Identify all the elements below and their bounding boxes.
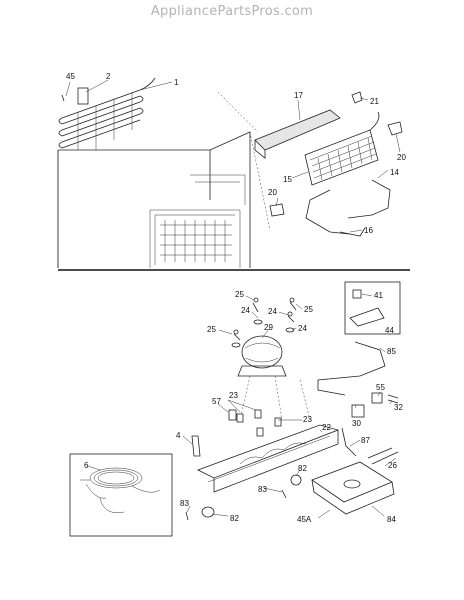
label-20-upper: 20 <box>397 153 406 162</box>
part-20-bracket-left <box>269 203 285 217</box>
label-15: 15 <box>283 175 292 184</box>
part-84-drain-pan <box>311 461 395 515</box>
label-82-right: 82 <box>298 464 307 473</box>
part-20-bracket-right <box>387 121 403 136</box>
part-15-evaporator <box>304 111 380 186</box>
part-85-tube <box>317 341 386 396</box>
label-25-top: 25 <box>235 290 244 299</box>
part-29-compressor <box>237 335 287 377</box>
label-17: 17 <box>294 91 303 100</box>
label-2: 2 <box>106 72 111 81</box>
part-2-bracket <box>77 87 89 105</box>
label-24-mid: 24 <box>268 307 277 316</box>
part-6-wiring-inset <box>69 453 173 537</box>
label-22: 22 <box>322 423 331 432</box>
part-22-compressor-base <box>196 424 340 493</box>
label-16: 16 <box>364 226 373 235</box>
label-87: 87 <box>361 436 370 445</box>
refrigerator-cabinet <box>57 131 251 268</box>
part-83-screw-left <box>185 511 189 521</box>
label-57: 57 <box>212 397 221 406</box>
part-83-screw-right <box>281 489 287 499</box>
label-44: 44 <box>385 326 394 335</box>
label-25-right: 25 <box>304 305 313 314</box>
part-45-screw <box>61 94 65 102</box>
label-1: 1 <box>174 78 179 87</box>
label-82-left: 82 <box>230 514 239 523</box>
label-25-left: 25 <box>207 325 216 334</box>
part-21-clip <box>351 91 363 104</box>
label-26: 26 <box>388 461 397 470</box>
label-45A: 45A <box>297 515 312 524</box>
label-83-left: 83 <box>180 499 189 508</box>
part-23-grommets <box>236 409 282 437</box>
condenser-coil <box>58 77 156 150</box>
label-55: 55 <box>376 383 385 392</box>
label-41: 41 <box>374 291 383 300</box>
label-14: 14 <box>390 168 399 177</box>
part-4 <box>191 435 201 457</box>
label-4: 4 <box>176 431 181 440</box>
label-23-right: 23 <box>303 415 312 424</box>
part-26-drain-line <box>367 447 399 465</box>
part-14-16-wire-frame <box>305 179 391 237</box>
callout-labels: 45 2 1 17 21 20 15 14 20 16 25 24 25 24 … <box>66 72 406 524</box>
part-82-foot-left <box>201 506 215 518</box>
part-30-relay <box>351 404 365 418</box>
label-29: 29 <box>264 323 273 332</box>
label-24-left: 24 <box>241 306 250 315</box>
label-84: 84 <box>387 515 396 524</box>
part-32 <box>387 394 399 404</box>
label-85: 85 <box>387 347 396 356</box>
label-21: 21 <box>370 97 379 106</box>
label-45: 45 <box>66 72 75 81</box>
part-55-overload <box>371 392 383 404</box>
part-87-tube <box>341 427 357 457</box>
label-83-right: 83 <box>258 485 267 494</box>
part-82-foot-right <box>290 474 302 486</box>
leader-lines <box>65 79 401 519</box>
site-watermark: AppliancePartsPros.com <box>150 4 314 19</box>
label-20-lower: 20 <box>268 188 277 197</box>
part-57 <box>228 409 237 421</box>
label-6: 6 <box>84 461 89 470</box>
part-41-44-inset <box>344 281 401 335</box>
label-30: 30 <box>352 419 361 428</box>
compressor-mount-hardware <box>231 297 297 348</box>
label-23-upper: 23 <box>229 391 238 400</box>
label-24-right: 24 <box>298 324 307 333</box>
part-17-evaporator-cover <box>254 109 341 159</box>
label-32: 32 <box>394 403 403 412</box>
